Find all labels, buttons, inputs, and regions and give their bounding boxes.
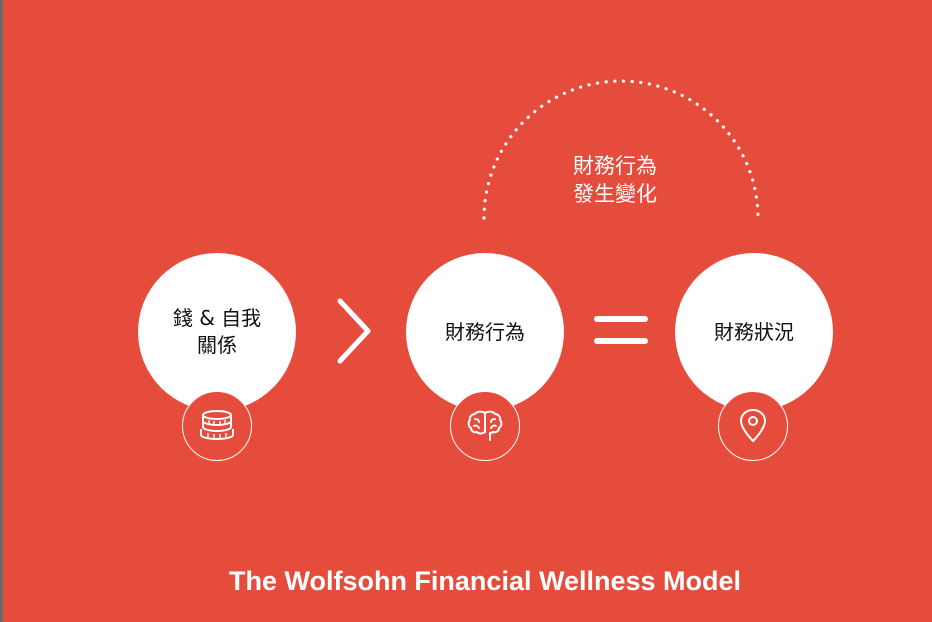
location-pin-icon [718,391,788,461]
chevron-right-icon [337,298,371,364]
node-financial-condition: 財務狀況 [675,253,833,411]
arc-label-line-1: 財務行為 [573,154,657,178]
arc-label: 財務行為 發生變化 [540,152,690,208]
coins-icon [182,391,252,461]
equals-icon [594,316,648,344]
node-money-self: 錢 & 自我 關係 [138,253,296,411]
diagram-title: The Wolfsohn Financial Wellness Model [228,566,742,596]
arc-label-line-2: 發生變化 [573,182,657,206]
node-money-self-line-1: 錢 & 自我 [172,306,262,330]
node-financial-condition-label: 財務狀況 [714,319,794,344]
node-financial-behavior: 財務行為 [406,253,564,411]
brain-icon [450,391,520,461]
node-money-self-line-2: 關係 [197,333,237,357]
left-edge-border [0,0,3,622]
node-financial-behavior-label: 財務行為 [445,319,525,344]
